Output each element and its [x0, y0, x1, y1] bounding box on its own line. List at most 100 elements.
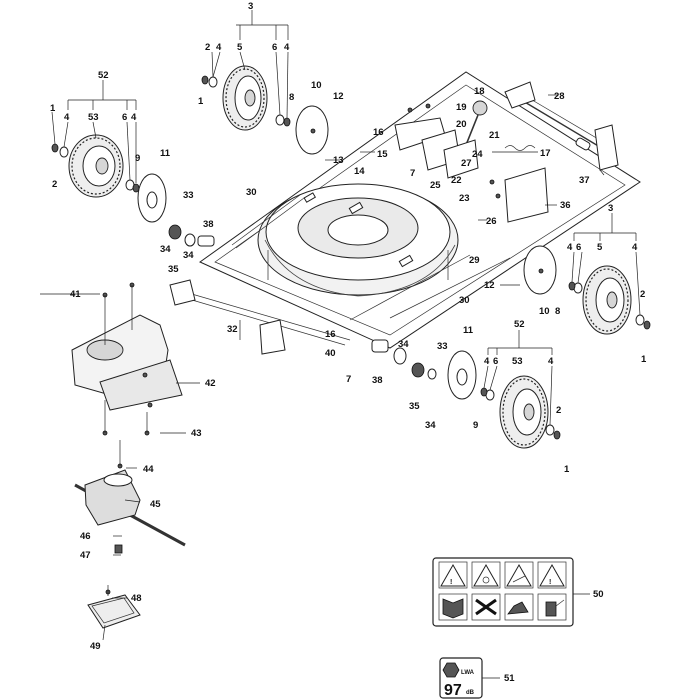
callout: 19 [456, 102, 467, 113]
belt-cover [71, 282, 183, 436]
callout: 15 [377, 149, 388, 160]
callout: 51 [504, 673, 515, 684]
callout: 9 [135, 153, 140, 164]
svg-text:!: ! [450, 579, 452, 586]
callout: 4 [632, 242, 638, 253]
hub-parts-top [201, 75, 329, 155]
callout: 41 [70, 289, 81, 300]
warning-triangle-icon: ! [438, 561, 468, 589]
callout: 34 [425, 420, 436, 431]
callout: 3 [248, 1, 253, 12]
callout: 7 [346, 374, 351, 385]
callout: 16 [325, 329, 336, 340]
callout: 32 [227, 324, 238, 335]
callout: 6 [122, 112, 127, 123]
callout: 35 [168, 264, 179, 275]
keep-feet-away-icon [504, 593, 534, 621]
callout: 36 [560, 200, 571, 211]
callout: 24 [472, 149, 483, 160]
callout: 3 [608, 203, 613, 214]
callout: 38 [372, 375, 383, 386]
callout: 37 [579, 175, 590, 186]
callout: 25 [430, 180, 441, 191]
callout: 2 [556, 405, 561, 416]
callout: 6 [576, 242, 581, 253]
callout: 17 [540, 148, 551, 159]
callout: 14 [354, 166, 365, 177]
callout: 1 [50, 103, 56, 114]
callout: 53 [512, 356, 523, 367]
callout: 11 [160, 148, 171, 159]
callout: 43 [191, 428, 202, 439]
callout: 33 [183, 190, 194, 201]
callout: 12 [333, 91, 344, 102]
wheel-right [523, 245, 651, 335]
callout: 4 [284, 42, 290, 53]
callout: 10 [539, 306, 550, 317]
wheel-left [51, 134, 215, 247]
pan-part [87, 585, 141, 629]
callout: 6 [272, 42, 277, 53]
callout: 4 [567, 242, 573, 253]
callout: 8 [555, 306, 560, 317]
callout: 48 [131, 593, 142, 604]
disconnect-spark-plug-icon [537, 593, 567, 621]
callout: 49 [90, 641, 101, 652]
callout: 6 [493, 356, 498, 367]
callout: 4 [131, 112, 137, 123]
hand-blade-warning-icon [471, 561, 501, 589]
callout: 22 [451, 175, 462, 186]
callout: 46 [80, 531, 91, 542]
callout: 42 [205, 378, 216, 389]
noise-level-value: 97 [444, 682, 462, 699]
callout: 11 [463, 325, 474, 336]
callout: 4 [548, 356, 554, 367]
height-adjuster-assembly [394, 100, 549, 223]
svg-text:!: ! [549, 579, 551, 586]
callout: 50 [593, 589, 604, 600]
callout: 4 [64, 112, 70, 123]
callout: 13 [333, 155, 344, 166]
callout-numbers: 3 2 4 5 6 4 1 8 10 12 13 14 52 1 4 53 6 … [50, 1, 647, 684]
callout: 18 [474, 86, 485, 97]
callout: 34 [398, 339, 409, 350]
callout: 4 [484, 356, 490, 367]
thrown-object-warning-icon [504, 561, 534, 589]
callout: 1 [564, 464, 570, 475]
leader-lines [40, 10, 641, 679]
wheel-top [222, 65, 268, 131]
callout: 35 [409, 401, 420, 412]
callout: 5 [237, 42, 243, 53]
callout: 28 [554, 91, 565, 102]
gearbox [74, 440, 187, 554]
callout: 1 [198, 96, 204, 107]
mower-deck [169, 71, 641, 355]
callout: 8 [289, 92, 294, 103]
callout: 27 [461, 158, 472, 169]
noise-level-decal: LWA 97 dB [439, 657, 483, 699]
callout: 47 [80, 550, 91, 561]
callout: 38 [203, 219, 214, 230]
callout: 1 [641, 354, 647, 365]
callout: 16 [373, 127, 384, 138]
noise-level-unit: LWA [461, 670, 475, 676]
callout: 12 [484, 280, 495, 291]
callout: 52 [98, 70, 109, 81]
callout: 2 [640, 289, 645, 300]
read-manual-icon [438, 593, 468, 621]
callout: 2 [205, 42, 210, 53]
warning-triangle-icon-2: ! [537, 561, 567, 589]
callout: 34 [160, 244, 171, 255]
callout: 9 [473, 420, 478, 431]
callout: 7 [410, 168, 415, 179]
callout: 4 [216, 42, 222, 53]
callout: 44 [143, 464, 154, 475]
callout: 45 [150, 499, 161, 510]
callout: 21 [489, 130, 500, 141]
callout: 53 [88, 112, 99, 123]
callout: 33 [437, 341, 448, 352]
callout: 2 [52, 179, 57, 190]
callout: 5 [597, 242, 603, 253]
callout: 29 [469, 255, 480, 266]
